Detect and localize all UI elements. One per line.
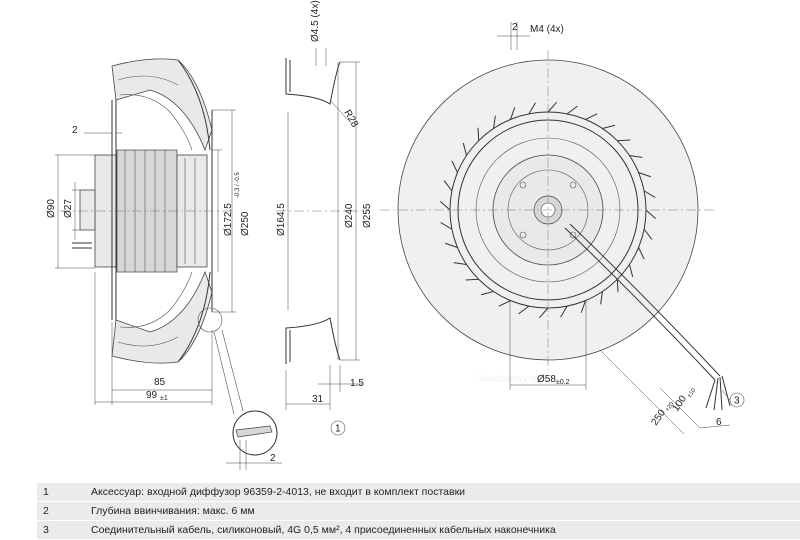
dim-d172-tol: -0.3 / -0.5 [235, 172, 241, 198]
blade-tick [493, 115, 496, 129]
blade-tick [462, 142, 468, 156]
blade-tick [443, 180, 453, 192]
dim-d90: Ø90 [46, 199, 57, 218]
blade-tick [638, 172, 651, 178]
technical-drawing: Ø90 Ø27 Ø172.5 -0.3 / -0.5 Ø250 2 85 99 … [46, 0, 745, 470]
watermark: Ventilatorry.ru [478, 374, 540, 385]
dim-d250: Ø250 [240, 211, 251, 236]
dim-detail-2: 2 [270, 453, 276, 464]
blade-tick [465, 278, 479, 281]
dim-r28: R28 [341, 108, 360, 130]
blade-tick [580, 300, 586, 313]
connection-cable [564, 227, 716, 381]
detail-zoom-circle [232, 410, 278, 456]
blade-tick [451, 160, 458, 173]
dim-top-2: 2 [512, 22, 518, 33]
dim-left-2: 2 [72, 125, 78, 136]
blade-tick [440, 200, 451, 211]
blade-tick [600, 291, 603, 305]
note-row: 1 Аксессуар: входной диффузор 96359-2-40… [37, 483, 800, 502]
dim-99-tol: ±1 [160, 395, 168, 402]
dim-99: 99 [146, 390, 158, 401]
dim-d164: Ø164.5 [276, 203, 287, 236]
dim-mount-hole: Ø4.5 (4x) [310, 0, 321, 42]
dim-6: 6 [716, 417, 722, 428]
dim-31: 31 [312, 394, 324, 405]
blade-tick [616, 279, 619, 293]
side-view-dimensions: Ø90 Ø27 Ø172.5 -0.3 / -0.5 Ø250 2 85 99 … [46, 109, 251, 405]
dim-d255: Ø255 [362, 203, 373, 228]
front-view: 2 M4 (4x) Ø58 ±0.2 250 +20 100 ±10 6 3 [380, 22, 745, 435]
note-text: Соединительный кабель, силиконовый, 4G 0… [91, 524, 556, 536]
blade-tick [445, 242, 458, 248]
blade-tick [480, 290, 494, 296]
dim-d58: Ø58 [537, 374, 556, 385]
blade-tick [477, 127, 480, 141]
blade-tick [510, 107, 516, 120]
callout-1-circle [330, 420, 346, 436]
note-number: 3 [43, 524, 49, 536]
detail-circle [197, 307, 223, 333]
dim-cable-250-tol: +20 [665, 401, 676, 413]
note-text: Глубина ввинчивания: макс. 6 мм [91, 505, 255, 517]
detail-view: 2 [213, 329, 282, 470]
blade-tick [643, 228, 653, 240]
note-row: 3 Соединительный кабель, силиконовый, 4G… [37, 521, 800, 540]
blade-tick [602, 124, 616, 130]
dim-d27: Ø27 [63, 199, 74, 218]
dim-thread: M4 (4x) [530, 24, 564, 35]
dim-d58-tol: ±0.2 [556, 379, 570, 386]
note-text: Аксессуар: входной диффузор 96359-2-4013… [91, 486, 466, 498]
blade-tick [638, 247, 645, 260]
blade-tick [645, 209, 656, 220]
blade-tick [518, 305, 530, 315]
diffuser-bottom [285, 317, 341, 364]
side-view [60, 58, 232, 364]
callout-1: 1 [335, 424, 341, 435]
note-number: 1 [43, 486, 49, 498]
diffuser-top [285, 58, 341, 105]
blade-tick [643, 190, 656, 198]
blade-tick [585, 113, 598, 120]
dim-d240: Ø240 [344, 203, 355, 228]
impeller-blade-top [111, 58, 213, 152]
blade-tick [617, 139, 631, 142]
blade-tick [453, 262, 467, 265]
dim-cable-100-tol: ±10 [687, 387, 698, 399]
dim-d172: Ø172.5 [223, 203, 234, 236]
blade-tick [528, 102, 536, 115]
note-row: 2 Глубина ввинчивания: макс. 6 мм [37, 502, 800, 521]
blade-tick [538, 307, 549, 318]
blade-tick [566, 105, 578, 115]
blade-tick [498, 300, 511, 307]
dim-85: 85 [154, 377, 166, 388]
motor-hub [79, 189, 96, 231]
diffuser-profile: Ø4.5 (4x) R28 Ø164.5 Ø240 Ø255 31 1.5 1 [276, 0, 373, 436]
dim-1-5: 1.5 [350, 378, 364, 389]
blade-tick [629, 155, 643, 158]
note-number: 2 [43, 505, 49, 517]
blade-tick [628, 264, 634, 278]
notes-table: 1 Аксессуар: входной диффузор 96359-2-40… [37, 483, 800, 540]
callout-3: 3 [734, 396, 740, 407]
blade-tick [547, 102, 558, 113]
blade-tick [560, 305, 568, 318]
blade-tick [440, 222, 453, 230]
impeller-blade-bottom [111, 270, 213, 364]
